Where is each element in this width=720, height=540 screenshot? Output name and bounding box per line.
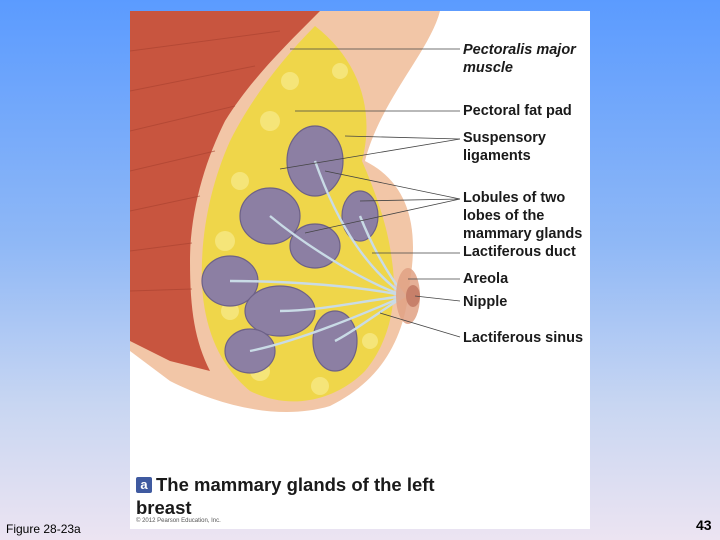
label-lobules: Lobules of two lobes of the mammary glan… — [463, 190, 583, 242]
lactiferous-ducts — [229, 160, 406, 353]
leader-lines — [279, 48, 461, 338]
pectoralis-muscle — [130, 11, 320, 371]
copyright-notice: © 2012 Pearson Education, Inc. — [136, 518, 221, 524]
breast-anatomy-illustration — [130, 11, 461, 412]
muscle-striations — [130, 30, 281, 292]
label-suspensory-ligaments: Suspensory ligaments — [463, 130, 546, 164]
label-areola: Areola — [463, 271, 509, 287]
nipple — [406, 285, 420, 307]
fat-lobule-dots — [212, 63, 378, 395]
page-number: 43 — [696, 517, 712, 533]
figure-label: Figure 28-23a — [6, 522, 81, 536]
label-lactiferous-sinus: Lactiferous sinus — [463, 330, 584, 346]
caption-text: The mammary glands of the left breast — [136, 474, 435, 518]
figure-panel: Pectoralis major muscle Pectoral fat pad… — [130, 11, 590, 529]
label-lactiferous-duct: Lactiferous duct — [463, 244, 576, 260]
label-pectoral-fat-pad: Pectoral fat pad — [463, 103, 572, 119]
panel-badge: a — [136, 477, 152, 493]
label-nipple: Nipple — [463, 294, 508, 310]
label-pectoralis-major-muscle: Pectoralis major muscle — [463, 42, 576, 76]
